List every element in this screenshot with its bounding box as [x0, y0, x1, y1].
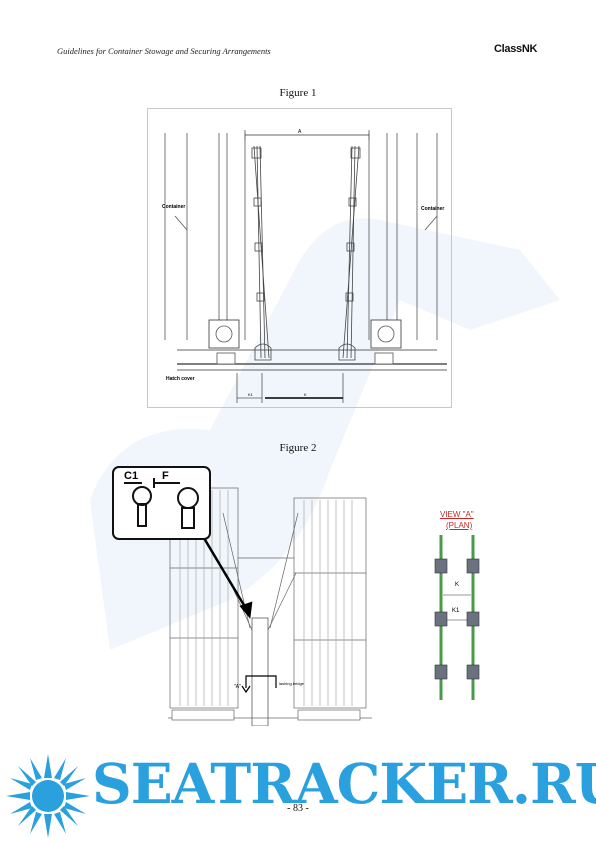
view-a-k1: K1	[452, 608, 460, 614]
view-a-title: VIEW "A"	[440, 510, 474, 519]
figure-2-callout: C1 F	[112, 466, 211, 540]
figure-2-caption: Figure 2	[279, 442, 317, 454]
sun-logo-icon	[6, 754, 90, 838]
watermark-text: SEATRACKER.RU	[92, 751, 596, 816]
fig1-dim-a: A	[298, 129, 302, 135]
view-a-plan-drawing	[434, 535, 480, 700]
fig1-container-right-label: Container	[421, 206, 445, 212]
right-container	[368, 133, 438, 340]
fig1-container-left-label: Container	[162, 204, 186, 210]
classnk-logo: ClassNK	[494, 43, 538, 55]
callout-c1-label: C1	[124, 470, 139, 482]
view-a-subtitle: (PLAN)	[446, 521, 473, 530]
fig1-hatch-cover-label: Hatch cover	[166, 376, 195, 382]
fig1-dim-k: K	[304, 392, 307, 397]
view-a-k: K	[455, 582, 460, 588]
callout-f-label: F	[162, 470, 169, 482]
figure-1-drawing	[147, 108, 452, 408]
left-container	[164, 133, 246, 340]
page-number: - 83 -	[287, 803, 309, 814]
callout-drawing	[124, 478, 199, 529]
header-title: Guidelines for Container Stowage and Sec…	[57, 46, 271, 56]
fig2-lashing-bridge-label: lashing bridge	[279, 681, 304, 686]
figure-1-caption: Figure 1	[279, 87, 317, 99]
fig1-dim-k1: K1	[248, 392, 253, 397]
fig2-view-a-label: "A"	[234, 684, 241, 690]
